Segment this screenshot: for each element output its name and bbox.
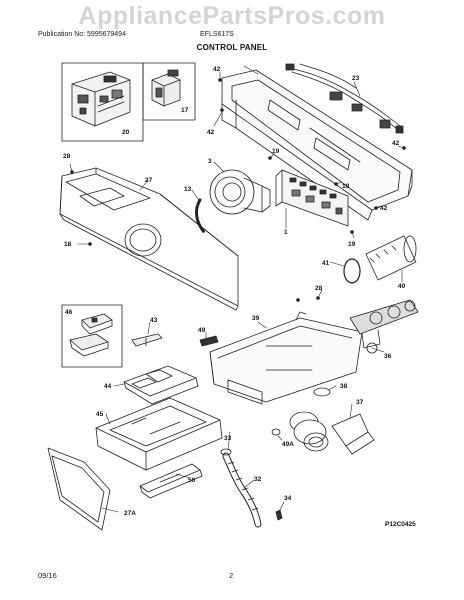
callout-17: 17: [181, 107, 189, 114]
callout-46: 46: [65, 309, 73, 316]
callout-39: 39: [252, 315, 260, 322]
callout-45: 45: [96, 411, 104, 418]
drawer-insert-part: [139, 463, 203, 499]
callout-23: 23: [352, 75, 360, 82]
callout-1: 1: [284, 229, 288, 236]
callout-33: 33: [224, 435, 232, 442]
callout-28b: 28: [315, 285, 323, 292]
wire-harness-part: [285, 63, 404, 134]
clip-part-49: [199, 335, 219, 347]
grommet-part-49a: [271, 428, 281, 436]
drawer-cover-part: [123, 365, 199, 405]
model-number: EFLS617S: [200, 31, 234, 38]
leader-lines: [69, 65, 405, 513]
callout-28a: 28: [63, 153, 71, 160]
control-board-part: [71, 71, 131, 127]
interface-board-part: [275, 169, 349, 227]
dispenser-drawer-part: [95, 397, 223, 471]
callout-49: 49: [198, 327, 206, 334]
clamp-part-38: [313, 387, 331, 397]
callout-27a: 27A: [124, 510, 136, 517]
callout-42d: 42: [380, 205, 388, 212]
box-part-46: [61, 304, 123, 368]
clamp-part-33: [220, 448, 232, 456]
figure-code: P12C0425: [385, 521, 416, 528]
front-control-panel-part: [59, 167, 239, 311]
publication-number: Publication No: 5995679494: [38, 31, 126, 38]
callout-3: 3: [208, 158, 212, 165]
callout-13: 13: [184, 186, 192, 193]
led-strip-part: [195, 198, 206, 234]
callout-43: 43: [150, 317, 158, 324]
callout-50: 50: [188, 477, 196, 484]
callout-37: 37: [356, 399, 364, 406]
switch-part: [151, 69, 181, 107]
callout-49a: 49A: [282, 441, 294, 448]
callout-20: 20: [122, 129, 130, 136]
callout-27: 27: [145, 177, 153, 184]
drawer-handle-part: [47, 447, 111, 531]
siphon-part: [131, 333, 163, 347]
box-part-17: [142, 62, 196, 121]
callout-18: 18: [64, 241, 72, 248]
callout-41: 41: [322, 260, 330, 267]
callout-labels: 20 17 42 42 23 42 28 27 3 19 19 13 1 42 …: [63, 66, 416, 528]
fill-hose-part: [343, 235, 417, 284]
bellows-part: [289, 411, 375, 455]
callout-19a: 19: [272, 148, 280, 155]
drain-hose-part: [222, 452, 262, 528]
callout-38: 38: [340, 383, 348, 390]
callout-42a: 42: [213, 66, 221, 73]
diagram-title: CONTROL PANEL: [196, 43, 268, 52]
callout-19c: 19: [348, 241, 356, 248]
watermark: AppliancePartsPros.com: [78, 2, 386, 30]
callout-44: 44: [104, 383, 112, 390]
callout-42b: 42: [207, 129, 215, 136]
dispenser-housing-part: [209, 311, 363, 405]
callout-42c: 42: [392, 140, 400, 147]
footer-date: 09/16: [38, 571, 57, 580]
dispenser-cap-part: [69, 313, 113, 357]
callout-36: 36: [384, 353, 392, 360]
screw-part-34: [275, 509, 283, 521]
footer-page: 2: [229, 571, 234, 580]
callout-40: 40: [398, 283, 406, 290]
water-valve-part: [349, 299, 419, 354]
callout-32: 32: [254, 476, 262, 483]
selector-part: [209, 169, 271, 215]
callout-19b: 19: [342, 183, 350, 190]
callout-34: 34: [284, 495, 292, 502]
